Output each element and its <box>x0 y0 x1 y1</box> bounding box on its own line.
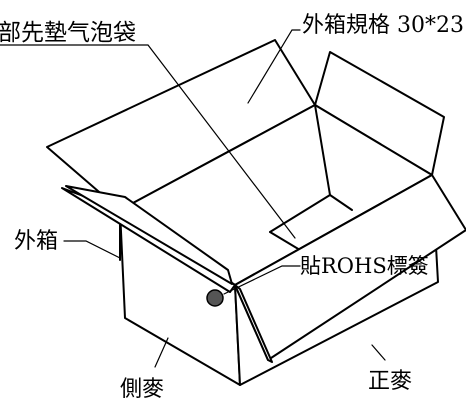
interior-edge-back <box>314 104 331 196</box>
left-side-flap-outer <box>65 185 233 285</box>
outer-box-spec-label: 外箱規格 30*23 <box>302 13 464 38</box>
leader-line-top-note <box>0 44 296 239</box>
interior-floor-edge-2 <box>329 194 353 211</box>
interior-floor-edge <box>269 194 331 233</box>
leader-line-side-mark <box>154 337 169 368</box>
outer-box-label: 外箱 <box>14 229 58 254</box>
leader-line-rohs <box>223 265 301 295</box>
side-mark-label: 側麥 <box>120 377 164 402</box>
rohs-sticker-dot <box>206 289 224 307</box>
leader-line-outer-spec <box>247 29 301 104</box>
leader-line-front-mark <box>371 344 386 361</box>
top-left-note-label: 部先墊气泡袋 <box>0 20 136 46</box>
interior-floor-edge-3 <box>269 231 301 251</box>
rohs-label: 貼ROHS標簽 <box>300 254 429 278</box>
leader-line-outer-box <box>63 240 121 259</box>
front-mark-label: 正麥 <box>368 369 412 394</box>
